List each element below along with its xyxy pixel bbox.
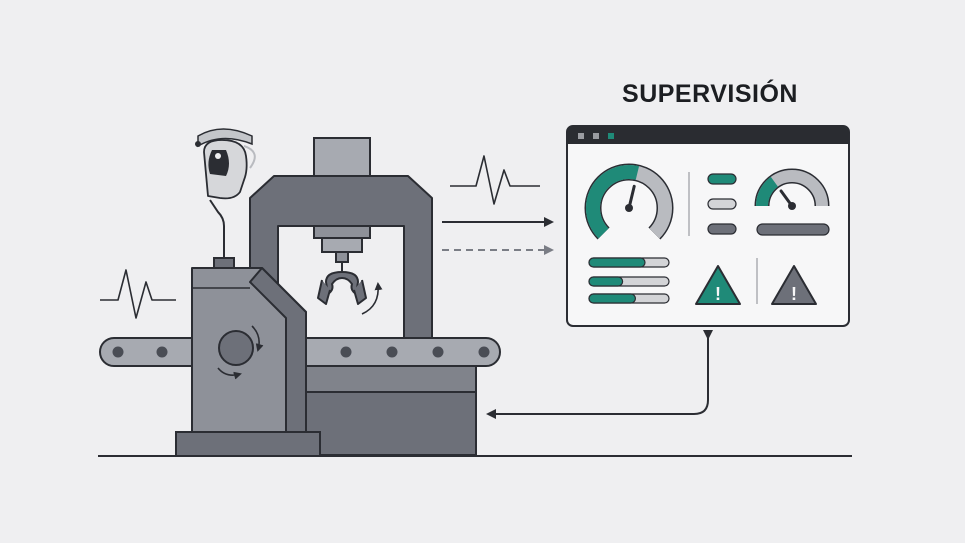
gauge-hub (625, 204, 633, 212)
pulse-left-icon (100, 269, 176, 319)
robotic-gripper-icon (317, 262, 367, 305)
speedometer-gauge-icon (584, 163, 674, 240)
status-bar-wide (756, 223, 830, 236)
machine-body (175, 257, 321, 457)
warning-glyph-1: ! (715, 284, 721, 304)
pulse-top-icon (450, 155, 540, 205)
warning-glyph-2: ! (791, 284, 797, 304)
gauge-fill (756, 176, 779, 207)
warning-triangle-icon: ! (695, 265, 741, 305)
status-pills (707, 173, 737, 235)
progress-fill (588, 293, 637, 304)
diagram-title: SUPERVISIÓN (622, 80, 798, 108)
progress-bar (588, 276, 670, 287)
progress-bar (588, 293, 670, 304)
rotation-arrow-icon (361, 282, 383, 315)
progress-fill (588, 276, 624, 287)
progress-bar (588, 257, 670, 268)
feedback-arrow (486, 330, 713, 419)
speedometer-gauge-icon (754, 168, 830, 210)
warning-triangle-icon: ! (771, 265, 817, 305)
person-with-visor-icon (195, 128, 256, 258)
hydraulic-press-icon (249, 137, 433, 339)
progress-fill (588, 257, 646, 268)
gauge-hub (788, 202, 796, 210)
gauge-fill (586, 165, 640, 239)
